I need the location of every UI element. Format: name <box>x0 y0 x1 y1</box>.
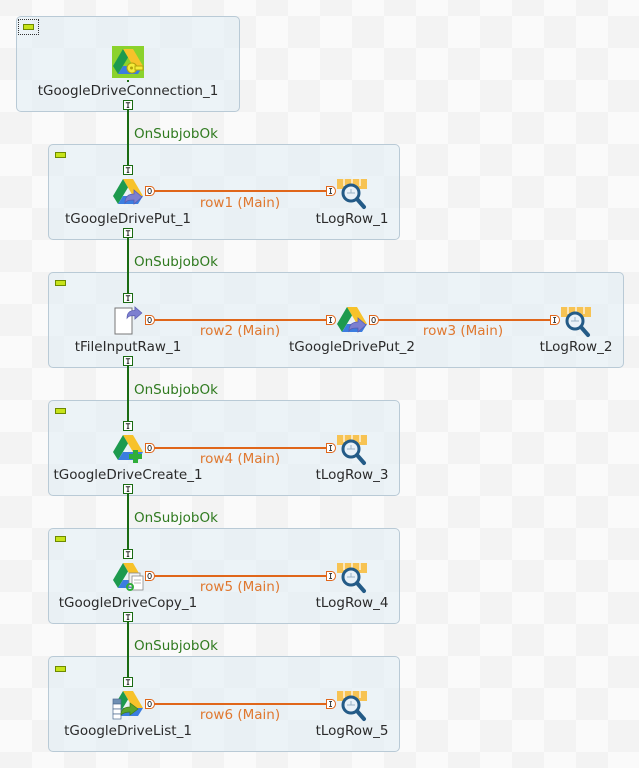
input-port[interactable] <box>326 315 336 325</box>
component-label[interactable]: tGoogleDriveList_1 <box>64 723 192 739</box>
trigger-port[interactable] <box>123 677 133 687</box>
input-port[interactable] <box>326 571 336 581</box>
trigger-connection-line[interactable] <box>127 228 129 296</box>
google-drive-copy-icon[interactable] <box>112 560 144 592</box>
file-input-raw-icon[interactable] <box>112 304 144 336</box>
component-label[interactable]: tGoogleDriveCopy_1 <box>58 595 198 611</box>
output-port[interactable] <box>145 699 155 709</box>
collapse-button[interactable] <box>23 24 34 30</box>
log-row-icon[interactable] <box>560 306 592 338</box>
input-port[interactable] <box>550 315 560 325</box>
row-label[interactable]: row6 (Main) <box>199 707 281 723</box>
component-label[interactable]: tLogRow_1 <box>315 211 389 227</box>
trigger-label[interactable]: OnSubjobOk <box>134 510 218 526</box>
main-row-line[interactable] <box>154 447 328 449</box>
trigger-connection-line[interactable] <box>127 80 129 82</box>
main-row-line[interactable] <box>378 319 552 321</box>
log-row-icon[interactable] <box>336 562 368 594</box>
trigger-port[interactable] <box>123 484 133 494</box>
focus-ring <box>18 19 39 35</box>
google-drive-create-icon[interactable] <box>112 432 144 464</box>
row-label[interactable]: row1 (Main) <box>199 195 281 211</box>
log-row-icon[interactable] <box>336 178 368 210</box>
component-label[interactable]: tGoogleDrivePut_2 <box>289 339 415 355</box>
component-label[interactable]: tLogRow_3 <box>315 467 389 483</box>
trigger-port[interactable] <box>123 293 133 303</box>
output-port[interactable] <box>145 571 155 581</box>
subjob-2[interactable] <box>48 144 400 240</box>
output-port[interactable] <box>145 186 155 196</box>
row-label[interactable]: row2 (Main) <box>199 323 281 339</box>
trigger-connection-line[interactable] <box>127 356 129 424</box>
component-label[interactable]: tGoogleDrivePut_1 <box>65 211 191 227</box>
google-drive-put-icon[interactable] <box>336 304 368 336</box>
log-row-icon[interactable] <box>336 434 368 466</box>
component-label[interactable]: tGoogleDriveConnection_1 <box>37 83 219 99</box>
row-label[interactable]: row5 (Main) <box>199 579 281 595</box>
trigger-connection-line[interactable] <box>127 484 129 552</box>
trigger-port[interactable] <box>123 612 133 622</box>
output-port[interactable] <box>369 315 379 325</box>
output-port[interactable] <box>145 315 155 325</box>
google-drive-connection-icon[interactable] <box>112 46 144 78</box>
row-label[interactable]: row4 (Main) <box>199 451 281 467</box>
trigger-connection-line[interactable] <box>127 612 129 680</box>
google-drive-put-icon[interactable] <box>112 176 144 208</box>
trigger-port[interactable] <box>123 228 133 238</box>
collapse-button[interactable] <box>55 280 66 286</box>
trigger-port[interactable] <box>123 356 133 366</box>
trigger-port[interactable] <box>123 100 133 110</box>
component-label[interactable]: tLogRow_2 <box>539 339 613 355</box>
trigger-label[interactable]: OnSubjobOk <box>134 254 218 270</box>
component-label[interactable]: tGoogleDriveCreate_1 <box>53 467 203 483</box>
trigger-port[interactable] <box>123 549 133 559</box>
log-row-icon[interactable] <box>336 690 368 722</box>
input-port[interactable] <box>326 699 336 709</box>
component-label[interactable]: tFileInputRaw_1 <box>74 339 182 355</box>
trigger-connection-line[interactable] <box>127 100 129 168</box>
row-label[interactable]: row3 (Main) <box>422 323 504 339</box>
trigger-port[interactable] <box>123 165 133 175</box>
collapse-button[interactable] <box>55 152 66 158</box>
google-drive-list-icon[interactable] <box>112 688 144 720</box>
component-label[interactable]: tLogRow_5 <box>315 723 389 739</box>
trigger-label[interactable]: OnSubjobOk <box>134 126 218 142</box>
collapse-button[interactable] <box>55 536 66 542</box>
input-port[interactable] <box>326 443 336 453</box>
trigger-label[interactable]: OnSubjobOk <box>134 382 218 398</box>
trigger-port[interactable] <box>123 421 133 431</box>
component-label[interactable]: tLogRow_4 <box>315 595 389 611</box>
main-row-line[interactable] <box>154 575 328 577</box>
main-row-line[interactable] <box>154 190 328 192</box>
output-port[interactable] <box>145 443 155 453</box>
collapse-button[interactable] <box>55 666 66 672</box>
collapse-button[interactable] <box>55 408 66 414</box>
main-row-line[interactable] <box>154 319 328 321</box>
trigger-label[interactable]: OnSubjobOk <box>134 638 218 654</box>
main-row-line[interactable] <box>154 703 328 705</box>
input-port[interactable] <box>326 186 336 196</box>
